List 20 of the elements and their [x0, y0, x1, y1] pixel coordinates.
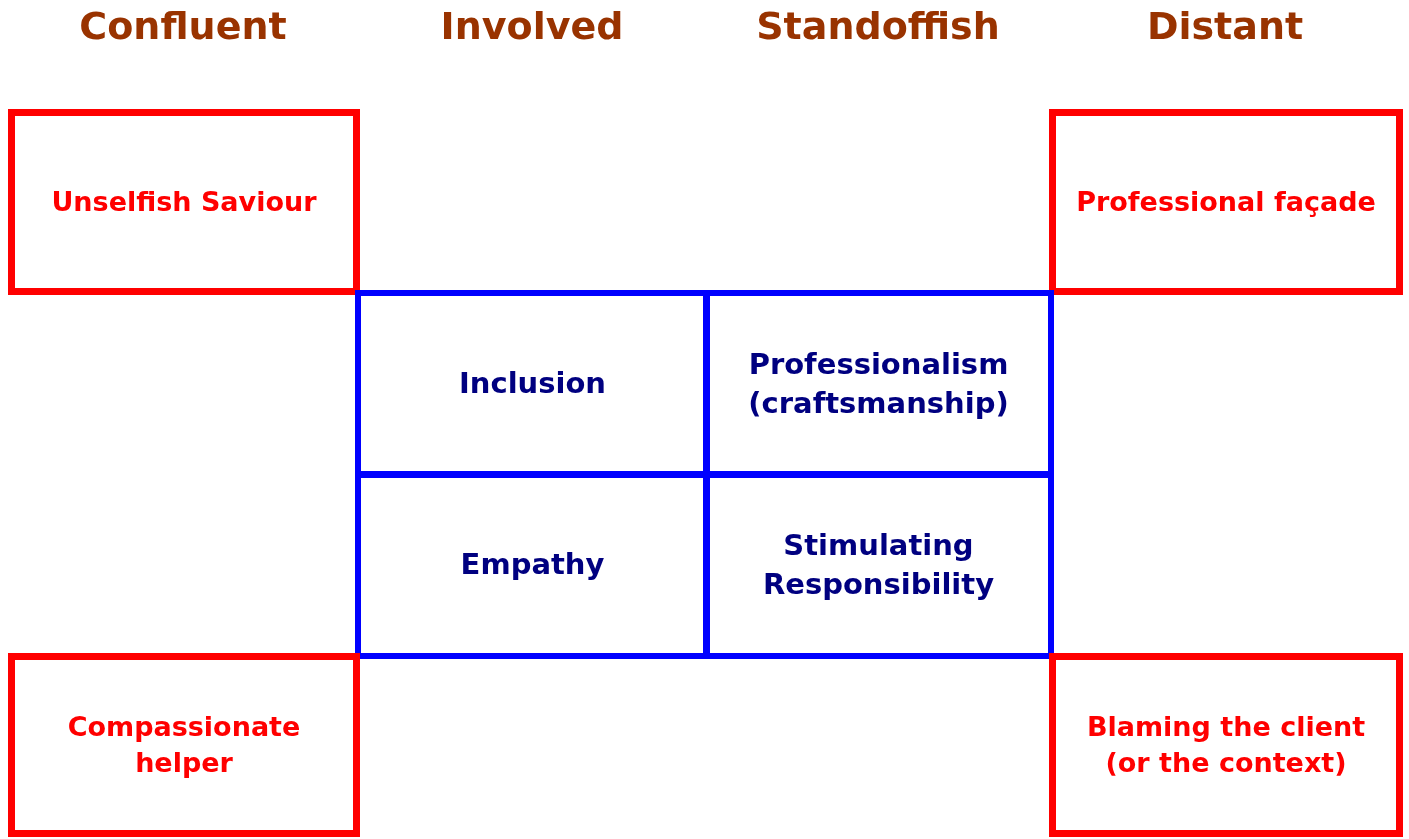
outer-style-box: [8, 109, 360, 295]
grid-cell: [703, 471, 1054, 659]
grid-cell: [355, 290, 710, 478]
grid-cell: [355, 471, 710, 659]
outer-style-box: [1049, 109, 1403, 295]
box-label: Blaming the client (or the context): [1085, 709, 1367, 780]
box-label: Professionalism (craftsmanship): [747, 345, 1010, 422]
column-heading: Confluent: [78, 4, 288, 48]
box-label: Professional façade: [1075, 184, 1377, 219]
column-heading: Involved: [439, 4, 625, 48]
box-label: Unselfish Saviour: [50, 184, 318, 219]
outer-style-box: [8, 653, 360, 837]
box-label: Compassionate helper: [66, 709, 302, 780]
box-label: Empathy: [459, 546, 606, 584]
outer-style-box: [1049, 653, 1403, 837]
box-label: Stimulating Responsibility: [761, 526, 996, 603]
grid-cell: [703, 290, 1054, 478]
column-heading: Distant: [1145, 4, 1305, 48]
box-label: Inclusion: [458, 365, 607, 403]
column-heading: Standoffish: [755, 4, 1001, 48]
